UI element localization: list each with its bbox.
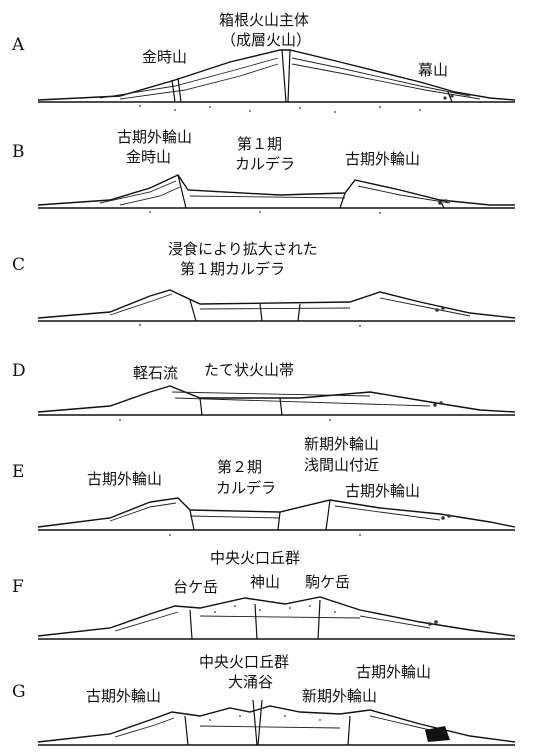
panel-letter: B	[12, 142, 25, 162]
label-pumice-flow: 軽石流	[133, 364, 178, 382]
label-kintoki: 金時山	[126, 148, 171, 166]
label-old-outer-rim-right: 古期外輪山	[345, 150, 420, 168]
label-koma-ga-take: 駒ケ岳	[305, 573, 350, 591]
panel-a: A 箱根火山主体 （成層火山） 金時山 幕山	[11, 11, 515, 113]
panel-c: C 浸食により拡大された 第１期カルデラ	[12, 240, 515, 327]
label-old-outer-rim-right: 古期外輪山	[356, 663, 431, 681]
label-second-phase: 第２期	[217, 458, 262, 476]
label-main-volcano: 箱根火山主体	[219, 11, 309, 29]
panel-f: F 中央火口丘群 台ケ岳 神山 駒ケ岳	[12, 549, 515, 639]
panel-letter: F	[12, 577, 24, 597]
panel-e: E 新期外輪山 浅間山付近 古期外輪山 第２期 カルデラ 古期外輪山	[12, 435, 515, 536]
label-makuyama: 幕山	[418, 61, 448, 79]
label-central-cones: 中央火口丘群	[210, 549, 300, 567]
panel-letter: G	[12, 682, 26, 702]
cross-section-g	[38, 700, 515, 745]
cross-section-f	[38, 597, 515, 639]
label-caldera: カルデラ	[216, 479, 276, 497]
label-old-outer-rim: 古期外輪山	[117, 128, 192, 146]
label-central-cones: 中央火口丘群	[199, 653, 289, 671]
label-old-outer-rim-left: 古期外輪山	[86, 687, 161, 705]
label-kamiyama: 神山	[250, 573, 280, 591]
panel-letter: D	[12, 361, 26, 381]
label-old-outer-rim-left: 古期外輪山	[87, 470, 162, 488]
panel-letter: E	[12, 462, 24, 482]
panel-b: B 古期外輪山 金時山 第１期 カルデラ 古期外輪山	[12, 128, 515, 214]
cross-section-c	[38, 290, 515, 327]
cross-section-e	[38, 498, 515, 536]
label-new-outer-rim: 新期外輪山	[302, 687, 377, 705]
label-kintoki: 金時山	[142, 48, 187, 66]
label-enlarged-by-erosion: 浸食により拡大された	[168, 240, 318, 258]
panel-g: G 中央火口丘群 古期外輪山 大涌谷 古期外輪山 新期外輪山	[12, 653, 515, 745]
label-first-phase: 第１期	[237, 135, 282, 153]
panel-d: D 軽石流 たて状火山帯	[12, 361, 515, 421]
label-old-outer-rim-right: 古期外輪山	[345, 482, 420, 500]
cross-section-a	[38, 50, 515, 113]
label-stratovolcano: （成層火山）	[221, 31, 311, 49]
label-first-caldera: 第１期カルデラ	[180, 260, 285, 278]
panel-letter: C	[12, 255, 25, 275]
panel-letter: A	[11, 35, 25, 55]
label-dai-ga-take: 台ケ岳	[173, 578, 218, 596]
label-shield-volcano-zone: たて状火山帯	[204, 361, 294, 379]
cross-section-d	[38, 386, 515, 421]
cross-section-b	[38, 175, 515, 214]
label-owakudani: 大涌谷	[228, 673, 273, 691]
label-new-outer-rim: 新期外輪山	[304, 435, 379, 453]
label-caldera: カルデラ	[235, 155, 295, 173]
central-cone-dots	[214, 605, 336, 613]
label-asama-area: 浅間山付近	[304, 456, 379, 474]
